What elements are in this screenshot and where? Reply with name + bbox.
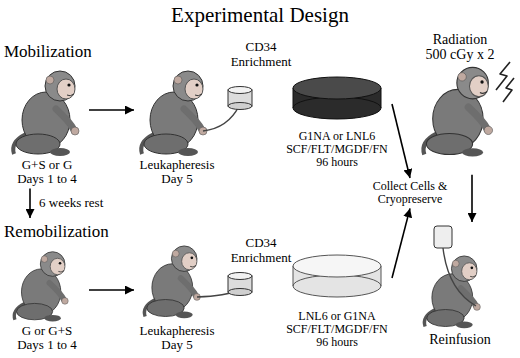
dish-edge [293,88,294,108]
lightning-bolt [503,78,514,102]
phase-heading: Mobilization [4,42,92,62]
flow-arrow [89,289,134,291]
node-text: Leukapheresis [139,324,214,338]
flow-arrow [89,109,134,111]
flow-arrow [392,208,410,278]
dish-edge [381,88,382,108]
container-base [228,289,252,296]
node-text: G+S or G [22,158,73,172]
monkey-figure [13,71,79,156]
flow-arrow [29,189,31,218]
node-text: Day 5 [161,172,192,186]
node-text: SCF/FLT/MGDF/FN [286,323,388,336]
monkey-figure [423,67,492,156]
node-text: Collect Cells & Cryopreserve [368,180,452,206]
flow-arrow [392,104,410,178]
monkey-figure [144,246,200,318]
culture-dish-light [293,255,381,297]
leukapheresis-container [203,87,252,132]
node-text: 96 hours [316,156,358,169]
dish-top [293,255,381,277]
monkey-radiation: Radiation500 cGy x 2 [412,30,508,175]
dish-edge [381,266,382,286]
monkey-mobilization: G or G+SDays 1 to 4 [5,218,89,355]
dish-base [293,97,381,119]
node-text: Days 1 to 4 [17,338,77,352]
leukapheresis-container [197,273,252,298]
dish-edge [293,266,294,286]
container-rim [228,87,252,94]
diagram-title: Experimental Design [0,3,520,27]
lightning-bolts [496,62,514,102]
culture-dish-dark [293,77,381,119]
dish-top [293,77,381,99]
node-text: Radiation [433,32,487,47]
flow-arrow [471,175,473,222]
node-text: Days 1 to 4 [17,172,77,186]
monkey-figure [424,256,480,328]
node-text: Day 5 [161,338,192,352]
node-text: LNL6 or G1NA [298,310,375,323]
phase-heading: Remobilization [4,222,109,242]
culture-dish: LNL6 or G1NASCF/FLT/MGDF/FN96 hours [282,252,392,352]
node-text: Reinfusion [429,332,490,347]
container-rim [228,273,252,280]
monkey-leukapheresis: LeukapheresisDay 5 [134,62,220,189]
culture-dish: G1NA or LNL6SCF/FLT/MGDF/FN96 hours [282,74,392,172]
edge-label: 6 weeks rest [37,196,105,210]
collect-step: Collect Cells & Cryopreserve [364,178,456,208]
node-text: G1NA or LNL6 [299,130,376,143]
monkey-figure [14,252,68,322]
step-label: CD34 Enrichment [226,40,296,70]
monkey-leukapheresis: LeukapheresisDay 5 [134,236,220,355]
node-text: 500 cGy x 2 [426,47,495,62]
node-text: SCF/FLT/MGDF/FN [286,143,388,156]
container-base [228,103,252,110]
monkey-figure [141,71,207,156]
node-text: Leukapheresis [139,158,214,172]
node-text: G or G+S [22,324,73,338]
tube [203,106,239,131]
monkey-reinfusion: Reinfusion [412,222,508,349]
node-text: 96 hours [316,336,358,349]
step-label: CD34 Enrichment [226,236,296,266]
dish-base [293,275,381,297]
iv-bag [434,226,476,306]
iv-line [443,248,476,306]
monkey-mobilization: G+S or GDays 1 to 4 [5,62,89,189]
bag [434,226,452,248]
